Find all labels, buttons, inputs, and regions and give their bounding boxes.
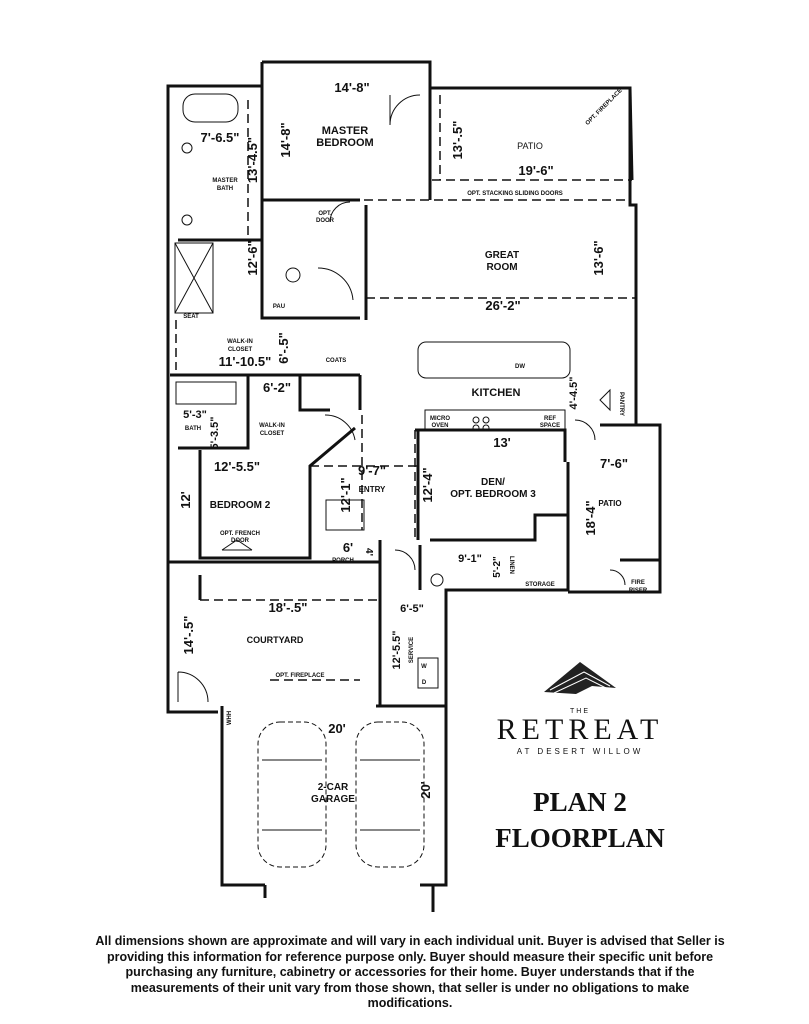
dim-kitchen-h: 4'-4.5": [568, 377, 580, 410]
dim-service-w: 6'-5": [400, 603, 424, 615]
dim-patio-r-w: 7'-6": [600, 456, 628, 471]
plan-subtitle: FLOORPLAN: [495, 823, 665, 853]
dim-bed2-h: 12': [178, 491, 193, 509]
micro-oven-label: MICRO: [430, 416, 450, 422]
master-bath-label: BATH: [217, 186, 233, 192]
dim-patio-top-h: 13'-.5": [450, 121, 465, 160]
opt-door-note: OPT.: [318, 211, 332, 217]
great-room-label: GREAT: [485, 250, 519, 261]
pau-label: PAU: [273, 304, 285, 310]
dim-master-h: 14'-8": [278, 122, 293, 157]
floorplan-drawing: MASTER BEDROOM PATIO MASTER BATH GREAT R…: [166, 60, 662, 912]
patio-top-label: PATIO: [517, 141, 543, 151]
garage-label: GARAGE: [311, 794, 355, 805]
dim-bath-h: 13'-4.5": [245, 137, 260, 183]
master-bedroom-label: MASTER: [322, 125, 369, 137]
dim-court-h: 14'-.5": [181, 616, 196, 655]
walkin-closet-2-label: WALK-IN: [259, 423, 285, 429]
micro-oven-label: OVEN: [431, 423, 448, 429]
walkin-closet-2-label: CLOSET: [260, 431, 285, 437]
opt-fireplace-courtyard-note: OPT. FIREPLACE: [275, 673, 324, 679]
dim-linen: 5'-2": [492, 556, 503, 578]
opt-stacking-doors-note: OPT. STACKING SLIDING DOORS: [467, 191, 563, 197]
garage-label: 2-CAR: [318, 782, 349, 793]
fixtures: [174, 93, 626, 703]
walkin-closet-label: CLOSET: [228, 347, 253, 353]
dim-hall-h: 12'-6": [245, 240, 260, 275]
dim-patio-top-w: 19'-6": [518, 163, 553, 178]
entry-label: ENTRY: [359, 485, 386, 494]
brand-subtitle: AT DESERT WILLOW: [516, 747, 644, 756]
walkin-closet-label: WALK-IN: [227, 339, 253, 345]
dim-porch-w: 6': [343, 540, 353, 555]
patio-right-label: PATIO: [598, 499, 621, 508]
brand-name: RETREAT: [496, 713, 664, 746]
service-label: SERVICE: [409, 637, 415, 663]
opt-french-door-note: DOOR: [231, 538, 250, 544]
dim-closet2-w: 6'-2": [263, 380, 291, 395]
dim-den-h: 12'-4": [420, 467, 435, 502]
dim-hall2-w: 9'-1": [458, 553, 482, 565]
master-bedroom-label: BEDROOM: [316, 137, 373, 149]
fire-riser-label: FIRE: [631, 580, 645, 586]
den-label: DEN/: [481, 477, 505, 488]
bedroom2-label: BEDROOM 2: [210, 500, 271, 511]
room-labels: MASTER BEDROOM PATIO MASTER BATH GREAT R…: [183, 125, 648, 805]
dim-bath-w: 7'-6.5": [201, 130, 240, 145]
washer-label: W: [421, 664, 427, 670]
dim-master-w: 14'-8": [334, 80, 369, 95]
fire-riser-label: RISER: [629, 588, 648, 594]
interior-walls: [168, 86, 660, 705]
dim-entry-w: 9'-7": [358, 463, 386, 478]
dim-bath2-h: 5'-3.5": [209, 417, 221, 450]
opt-fireplace-top-note: OPT. FIREPLACE: [585, 88, 624, 127]
coats-label: COATS: [326, 358, 347, 364]
optional-lines: [175, 95, 636, 681]
dim-bath2-w: 5'-3": [183, 409, 207, 421]
dryer-label: D: [422, 680, 427, 686]
dw-label: DW: [515, 364, 525, 370]
dim-garage-h: 20': [418, 781, 433, 799]
plan-number: PLAN 2: [533, 787, 627, 817]
dim-bed2-w: 12'-5.5": [214, 459, 260, 474]
courtyard-label: COURTYARD: [247, 635, 304, 645]
dim-patio-r-h: 18'-4": [583, 500, 598, 535]
den-label: OPT. BEDROOM 3: [450, 489, 536, 500]
dim-closet-w: 11'-10.5": [219, 354, 272, 369]
dim-service-h: 12'-5.5": [391, 630, 403, 669]
whh-label: WHH: [227, 711, 233, 725]
dim-den-w: 13': [493, 435, 511, 450]
dim-closet-h: 6'-.5": [276, 332, 291, 364]
pantry-label: PANTRY: [618, 392, 624, 416]
dim-porch-h: 4': [363, 548, 374, 556]
dimension-labels: 14'-8" 14'-8" 19'-6" 13'-.5" 7'-6.5" 13'…: [178, 80, 628, 799]
mountain-logo-icon: [544, 662, 616, 694]
dim-entry-h: 12'-1": [338, 477, 353, 512]
seat-label: SEAT: [183, 314, 199, 320]
disclaimer-text: All dimensions shown are approximate and…: [95, 934, 725, 1010]
exterior-walls: [166, 60, 662, 912]
dim-garage-w: 20': [328, 721, 346, 736]
porch-label: PORCH: [332, 558, 354, 564]
ref-space-label: SPACE: [540, 423, 560, 429]
dim-great-h: 13'-6": [591, 240, 606, 275]
brand-block: THE RETREAT AT DESERT WILLOW: [470, 660, 690, 756]
dim-court-w: 18'-.5": [269, 600, 308, 615]
kitchen-label: KITCHEN: [472, 387, 521, 399]
dim-great-w: 26'-2": [485, 298, 520, 313]
brand-the: THE: [570, 708, 590, 715]
great-room-label: ROOM: [486, 262, 517, 273]
plan-title: PLAN 2 FLOORPLAN: [470, 784, 690, 856]
master-bath-label: MASTER: [212, 178, 238, 184]
garage-cars: [257, 721, 425, 868]
opt-door-note: DOOR: [316, 218, 335, 224]
bath-label: BATH: [185, 426, 201, 432]
opt-french-door-note: OPT. FRENCH: [220, 531, 260, 537]
storage-label: STORAGE: [525, 582, 555, 588]
linen-label: LINEN: [508, 556, 514, 574]
ref-space-label: REF: [544, 416, 556, 422]
